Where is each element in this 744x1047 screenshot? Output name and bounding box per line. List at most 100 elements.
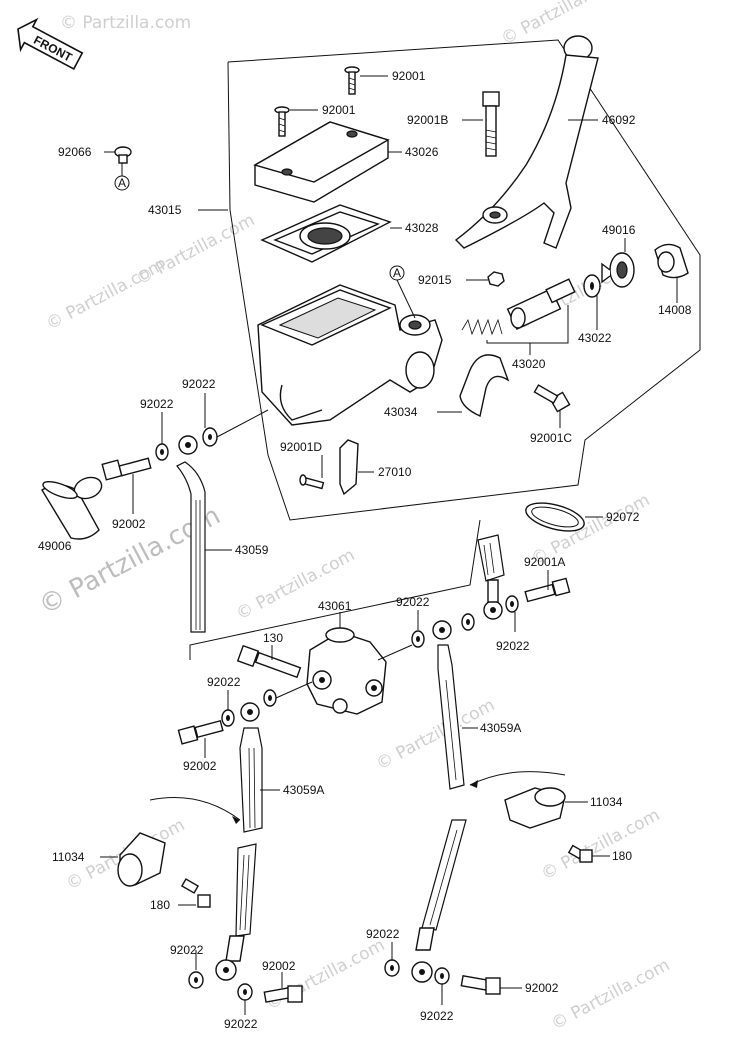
part-label: 11034 bbox=[52, 850, 85, 864]
part-label: 27010 bbox=[378, 465, 412, 479]
part-label: 43015 bbox=[148, 203, 182, 217]
bracket-27010 bbox=[339, 439, 359, 496]
bolt-130 bbox=[236, 644, 302, 679]
leader bbox=[377, 644, 413, 661]
front-direction-arrow: FRONT bbox=[17, 17, 84, 70]
leader bbox=[216, 409, 269, 438]
washer-92022-h bbox=[188, 971, 204, 989]
part-label: 43034 bbox=[384, 405, 418, 419]
washer-92022-j bbox=[384, 959, 400, 977]
part-label: 92022 bbox=[140, 397, 174, 411]
switch-14008 bbox=[654, 243, 689, 279]
three-way-joint-43061 bbox=[306, 627, 387, 715]
nut-92015 bbox=[487, 271, 505, 287]
assembly-outline-lower bbox=[189, 519, 481, 660]
hose-clamp-11034-left bbox=[117, 832, 166, 887]
part-label: 43026 bbox=[405, 145, 439, 159]
washer-92022-a bbox=[155, 443, 169, 461]
washer-92022-i bbox=[237, 983, 253, 1001]
part-label: 43022 bbox=[578, 331, 612, 345]
part-label: 11034 bbox=[590, 795, 623, 809]
assembly-outline-43015 bbox=[227, 39, 701, 521]
part-label: 49006 bbox=[38, 539, 72, 553]
bolt-180-left bbox=[180, 878, 211, 908]
bleeder-cap-49006 bbox=[41, 476, 103, 540]
part-label: 49016 bbox=[602, 223, 636, 237]
part-label: 92001 bbox=[392, 69, 426, 83]
watermark: © Partzilla.com bbox=[60, 13, 191, 33]
part-label: 43028 bbox=[405, 221, 439, 235]
part-labels: 92001 92001 92001B 46092 92066 43026 430… bbox=[38, 69, 692, 1031]
screw-92001-top bbox=[344, 66, 360, 95]
cap-92066 bbox=[114, 146, 132, 164]
hose-band-92072 bbox=[525, 502, 585, 532]
screw-92001-cap bbox=[274, 106, 290, 137]
part-label: 92002 bbox=[262, 959, 296, 973]
part-label: 92022 bbox=[420, 1009, 454, 1023]
piston-spring-43020 bbox=[461, 278, 576, 336]
reservoir-cap-43026 bbox=[253, 121, 390, 203]
clamp-43034 bbox=[459, 354, 510, 417]
callout-a-cap: A bbox=[114, 163, 130, 191]
leader bbox=[486, 305, 569, 344]
svg-text:A: A bbox=[393, 266, 401, 280]
part-label: 92066 bbox=[58, 145, 92, 159]
bolt-180-right bbox=[567, 844, 593, 863]
part-label: 92022 bbox=[207, 675, 241, 689]
guide-arc-left bbox=[149, 797, 241, 821]
part-label: 43059A bbox=[283, 783, 324, 797]
part-label: 14008 bbox=[658, 303, 692, 317]
banjo-bolt-92002-lower-left bbox=[263, 985, 303, 1003]
guide-arc-right bbox=[469, 771, 566, 786]
screw-92001D bbox=[299, 474, 325, 490]
dust-boot-49016 bbox=[601, 252, 635, 288]
part-label: 92022 bbox=[396, 595, 430, 609]
hose-lower-right bbox=[411, 819, 467, 983]
part-label: 180 bbox=[612, 849, 632, 863]
hose-fitting-top-right bbox=[477, 534, 505, 620]
brake-hose-43059A-left bbox=[239, 702, 263, 833]
part-label: 92015 bbox=[418, 273, 452, 287]
banjo-bolt-92002-lower-right bbox=[460, 975, 501, 995]
washer-92022-c bbox=[505, 595, 519, 613]
brake-lever-46092 bbox=[454, 35, 599, 249]
callout-a-body: A bbox=[389, 265, 416, 319]
part-label: 92022 bbox=[496, 639, 530, 653]
part-label: 92002 bbox=[112, 517, 146, 531]
part-label: 130 bbox=[263, 631, 283, 645]
part-label: 92022 bbox=[170, 943, 204, 957]
part-label: 43059A bbox=[480, 721, 521, 735]
watermark: © Partzilla.com bbox=[43, 255, 168, 334]
part-label: 92072 bbox=[606, 510, 640, 524]
part-label: 43061 bbox=[318, 599, 352, 613]
banjo-bolt-92002-mid bbox=[177, 719, 224, 745]
watermark: © Partzilla.com bbox=[548, 955, 673, 1034]
watermark: © Partzilla.com bbox=[498, 0, 623, 49]
bolt-92001C bbox=[533, 384, 571, 413]
part-label: 46092 bbox=[602, 113, 636, 127]
svg-text:A: A bbox=[118, 176, 126, 190]
hose-lower-left bbox=[215, 843, 257, 981]
leader bbox=[275, 681, 313, 699]
arrow-head bbox=[470, 780, 478, 788]
part-label: 92001 bbox=[322, 103, 356, 117]
pivot-bolt-92001B bbox=[482, 91, 500, 157]
part-label: 92022 bbox=[366, 927, 400, 941]
part-label: 92022 bbox=[182, 377, 216, 391]
part-label: 92002 bbox=[525, 981, 559, 995]
part-label: 92001A bbox=[524, 555, 565, 569]
part-label: 92001B bbox=[407, 113, 448, 127]
part-label: 92001C bbox=[530, 431, 572, 445]
washer-92022-k bbox=[434, 967, 450, 985]
banjo-bolt-92002-top bbox=[101, 457, 152, 481]
brake-hose-43059 bbox=[176, 435, 206, 633]
part-label: 180 bbox=[150, 898, 170, 912]
washer-92022-e bbox=[461, 613, 475, 631]
part-label: 43020 bbox=[512, 357, 546, 371]
part-label: 92002 bbox=[183, 759, 217, 773]
brake-hose-43059A-right bbox=[432, 620, 465, 790]
master-cylinder-body bbox=[257, 284, 443, 426]
washer-92022-d bbox=[411, 630, 425, 648]
part-label: 92022 bbox=[224, 1017, 258, 1031]
